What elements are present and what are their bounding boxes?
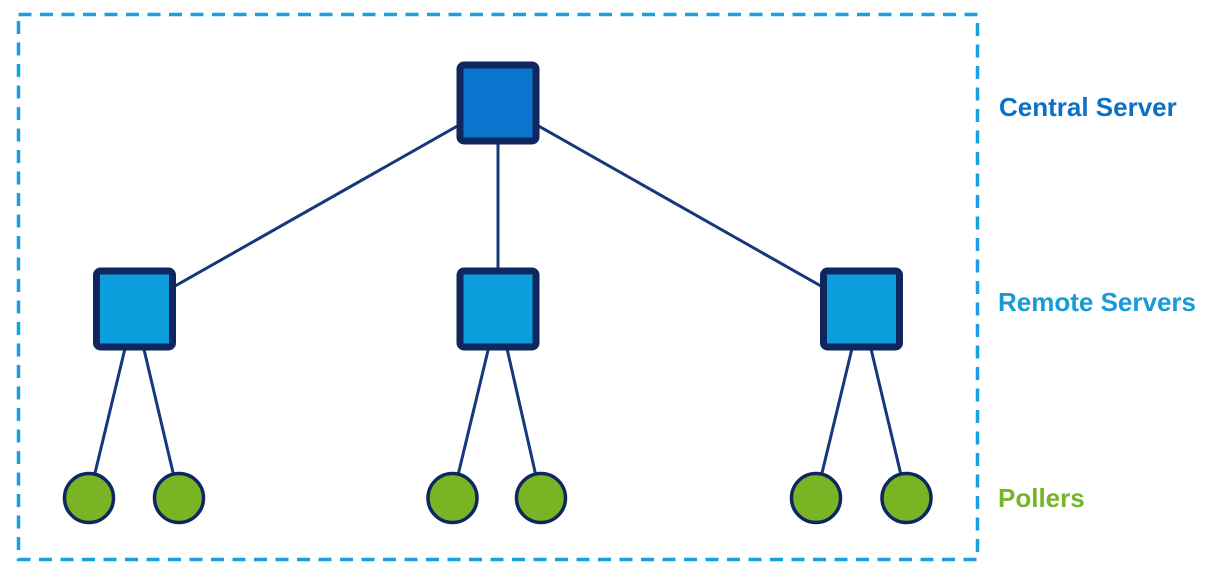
poller-node	[426, 471, 479, 525]
remote-servers-label: Remote Servers	[998, 287, 1196, 317]
pollers-label: Pollers	[998, 483, 1085, 513]
poller-node	[152, 471, 206, 525]
remote-server-node	[93, 267, 176, 351]
central-server-node	[456, 61, 540, 145]
poller-node	[880, 471, 933, 525]
edge-line	[133, 101, 499, 311]
dashed-border	[16, 12, 980, 562]
poller-node	[789, 471, 843, 525]
central-server-label: Central Server	[999, 92, 1177, 122]
edge-line	[497, 101, 863, 311]
poller-node	[514, 471, 568, 525]
poller-node	[62, 471, 116, 525]
remote-server-node	[820, 267, 903, 351]
remote-server-node	[456, 267, 540, 351]
